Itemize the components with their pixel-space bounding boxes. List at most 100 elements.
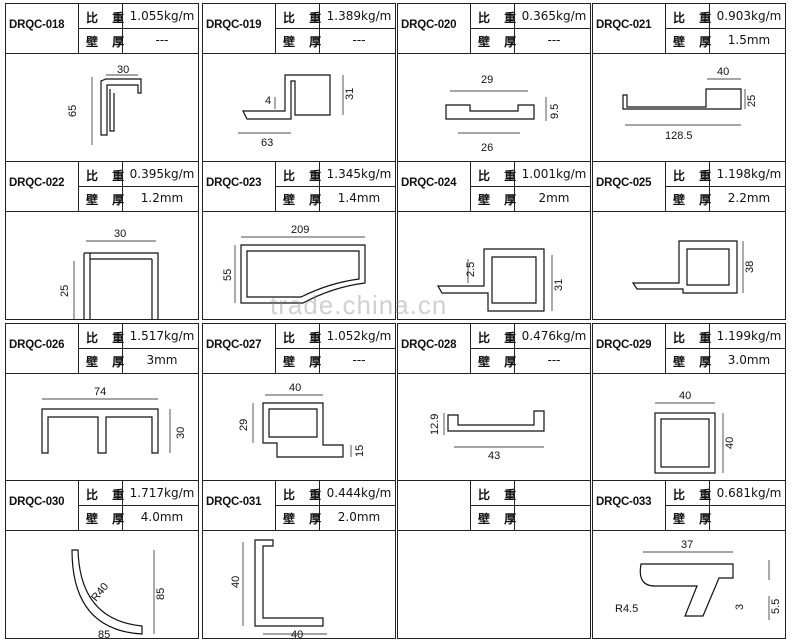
weight-value: 0.903kg/m: [716, 9, 782, 23]
density-label: 比 重: [478, 11, 522, 25]
profile-drawing: 209 55: [222, 224, 366, 304]
profile-card: DRQC-027 比 重 壁 厚 1.052kg/m --- 40 29 15: [202, 323, 396, 482]
profile-drawing: 40 128.5 25: [622, 66, 758, 142]
dim-label: 4: [265, 95, 271, 107]
weight-value: 1.517kg/m: [129, 329, 195, 343]
thickness-value: 1.4mm: [337, 191, 381, 205]
profile-card: DRQC-024 比 重 壁 厚 1.001kg/m 2mm 2.5 31: [397, 161, 591, 320]
profile-header: DRQC-027 比 重 壁 厚 1.052kg/m ---: [203, 324, 395, 374]
profile-card: DRQC-018 比 重 壁 厚 1.055kg/m --- 30 65: [5, 3, 199, 162]
profile-card: DRQC-019 比 重 壁 厚 1.389kg/m --- 63 31 4: [202, 3, 396, 162]
thickness-label: 壁 厚: [86, 355, 130, 369]
weight-value: 0.681kg/m: [716, 486, 782, 500]
weight-value: 1.055kg/m: [129, 9, 195, 23]
thickness-value: ---: [547, 353, 561, 367]
density-label: 比 重: [283, 11, 327, 25]
profile-header: DRQC-029 比 重 壁 厚 1.199kg/m 3.0mm: [593, 324, 785, 374]
thickness-value: 1.5mm: [727, 33, 771, 47]
dim-label: 25: [59, 285, 71, 297]
thickness-value: ---: [155, 33, 169, 47]
thickness-value: 2.0mm: [337, 510, 381, 524]
profile-code: DRQC-024: [401, 177, 457, 189]
weight-value: 0.365kg/m: [521, 9, 587, 23]
dim-label: 40: [289, 382, 301, 394]
profile-code: DRQC-031: [206, 496, 262, 508]
dim-label: 25: [746, 95, 758, 107]
thickness-label: 壁 厚: [673, 193, 717, 207]
thickness-label: 壁 厚: [86, 35, 130, 49]
profile-drawing: 2.5 31: [436, 248, 565, 312]
weight-value: 0.476kg/m: [521, 329, 587, 343]
profile-drawing: 74 30: [41, 386, 187, 454]
thickness-value: 4.0mm: [140, 510, 184, 524]
dim-label: 43: [488, 450, 500, 462]
profile-code: DRQC-033: [596, 496, 652, 508]
density-label: 比 重: [673, 11, 717, 25]
density-label: 比 重: [86, 169, 130, 183]
dim-label: 12.9: [429, 414, 441, 435]
profile-drawing: 29 26 9.5: [445, 74, 561, 154]
dim-label: 30: [175, 427, 187, 439]
profile-header: DRQC-019 比 重 壁 厚 1.389kg/m ---: [203, 4, 395, 54]
profile-code: DRQC-022: [9, 177, 65, 189]
dim-label: 40: [230, 576, 242, 588]
dim-label: 9.5: [549, 104, 561, 119]
profile-header: DRQC-026 比 重 壁 厚 1.517kg/m 3mm: [6, 324, 198, 374]
dim-label: 3: [734, 604, 746, 610]
profile-card: DRQC-021 比 重 壁 厚 0.903kg/m 1.5mm 40 128.…: [592, 3, 786, 162]
dim-label: 40: [724, 437, 736, 449]
thickness-label: 壁 厚: [673, 355, 717, 369]
profile-card: DRQC-028 比 重 壁 厚 0.476kg/m --- 12.9 43: [397, 323, 591, 482]
dim-label: 63: [261, 137, 273, 149]
profile-card: DRQC-029 比 重 壁 厚 1.199kg/m 3.0mm 40 40: [592, 323, 786, 482]
thickness-value: 2mm: [538, 191, 570, 205]
profile-code: DRQC-021: [596, 19, 652, 31]
thickness-label: 壁 厚: [283, 193, 327, 207]
profile-code: DRQC-030: [9, 496, 65, 508]
thickness-label: 壁 厚: [86, 193, 130, 207]
profile-card: DRQC-030 比 重 壁 厚 1.717kg/m 4.0mm R40 85 …: [5, 480, 199, 639]
profile-code: DRQC-023: [206, 177, 262, 189]
profile-code: DRQC-029: [596, 339, 652, 351]
dim-label: 26: [481, 142, 493, 154]
weight-value: 1.198kg/m: [716, 167, 782, 181]
thickness-value: 2.2mm: [727, 191, 771, 205]
thickness-value: ---: [547, 33, 561, 47]
weight-value: 1.199kg/m: [716, 329, 782, 343]
profile-card: DRQC-020 比 重 壁 厚 0.365kg/m --- 29 26 9.5: [397, 3, 591, 162]
dim-label: 29: [238, 419, 250, 431]
thickness-label: 壁 厚: [673, 512, 717, 526]
dim-label: 128.5: [665, 130, 693, 142]
dim-label: 55: [222, 269, 234, 281]
dim-label: 85: [155, 588, 167, 600]
profile-drawing: 38: [631, 240, 756, 294]
profile-drawing: 30 65: [67, 64, 142, 145]
density-label: 比 重: [86, 11, 130, 25]
profile-drawing: [398, 530, 591, 639]
dim-label: 65: [67, 105, 79, 117]
density-label: 比 重: [478, 331, 522, 345]
profile-header: DRQC-021 比 重 壁 厚 0.903kg/m 1.5mm: [593, 4, 785, 54]
profile-code: DRQC-026: [9, 339, 65, 351]
dim-label: 31: [344, 88, 356, 100]
profile-header: DRQC-030 比 重 壁 厚 1.717kg/m 4.0mm: [6, 481, 198, 531]
thickness-label: 壁 厚: [478, 35, 522, 49]
dim-label: 38: [744, 261, 756, 273]
thickness-label: 壁 厚: [283, 35, 327, 49]
thickness-label: 壁 厚: [673, 35, 717, 49]
thickness-value: 3.0mm: [727, 353, 771, 367]
thickness-label: 壁 厚: [283, 512, 327, 526]
dim-label: 74: [94, 386, 106, 398]
thickness-value: 1.2mm: [140, 191, 184, 205]
profile-code: DRQC-025: [596, 177, 652, 189]
dim-label: 2.5: [465, 262, 477, 277]
weight-value: 1.052kg/m: [326, 329, 392, 343]
weight-value: 0.395kg/m: [129, 167, 195, 181]
profile-header: DRQC-022 比 重 壁 厚 0.395kg/m 1.2mm: [6, 162, 198, 212]
density-label: 比 重: [478, 169, 522, 183]
profile-header: DRQC-023 比 重 壁 厚 1.345kg/m 1.4mm: [203, 162, 395, 212]
thickness-value: ---: [352, 33, 366, 47]
profile-header: 比 重 壁 厚: [398, 481, 590, 531]
thickness-label: 壁 厚: [478, 512, 522, 526]
